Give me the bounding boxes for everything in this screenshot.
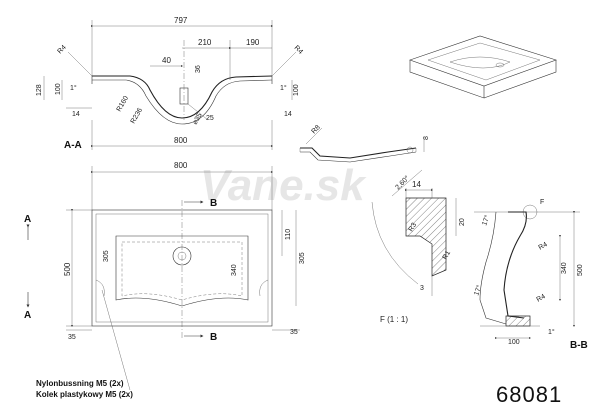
- dim-35-right: 35: [290, 329, 298, 336]
- section-aa-label: A-A: [64, 140, 82, 151]
- detail-f-label: F (1 : 1): [380, 315, 408, 324]
- part-number: 68081: [496, 382, 562, 407]
- dim-110: 110: [285, 229, 292, 240]
- section-bb-view: F 17° 17° R4 R4 340 500 100 1° B-B: [472, 199, 587, 351]
- section-b-bottom: B: [210, 332, 217, 343]
- dim-36: 36: [195, 65, 202, 73]
- profile-detail: R8 8: [299, 124, 430, 163]
- dim-r4-right: R4: [293, 44, 304, 55]
- dim-3-detail: 3: [420, 285, 424, 292]
- dim-210: 210: [198, 38, 212, 47]
- dim-r1-detail: R1: [442, 250, 453, 261]
- dim-20-detail: 20: [459, 218, 466, 226]
- dim-800-aa: 800: [174, 136, 188, 145]
- dim-14-detail: 14: [412, 180, 421, 189]
- dim-260deg: 2,60°: [394, 174, 411, 191]
- dim-100-bb: 100: [508, 339, 520, 346]
- note-plastic-plug: Kolek plastykowy M5 (2x): [36, 390, 133, 399]
- dim-797: 797: [174, 16, 188, 25]
- dim-305-right: 305: [299, 252, 306, 264]
- dim-100-left: 100: [55, 83, 62, 95]
- section-bb-label: B-B: [570, 340, 588, 351]
- section-a-top: A: [24, 214, 31, 225]
- watermark: Vane.sk: [200, 161, 367, 210]
- dim-dia35: ⌀35: [192, 112, 204, 126]
- dim-1deg-right: 1°: [280, 84, 287, 92]
- dim-340-plan: 340: [231, 264, 238, 276]
- section-aa-view: 797 210 190 40 36 R4 R4 128 100 1° 14 10…: [36, 16, 304, 151]
- dim-500-bb: 500: [577, 264, 584, 276]
- dim-35-left: 35: [68, 334, 76, 341]
- dim-17-bottom: 17°: [472, 284, 483, 297]
- dim-r4-bb-top: R4: [538, 241, 549, 252]
- dim-190: 190: [246, 38, 260, 47]
- dim-128: 128: [36, 84, 43, 96]
- note-nylon-bushing: Nylonbussning M5 (2x): [36, 379, 124, 388]
- dim-14-right: 14: [284, 111, 292, 118]
- dim-340-bb: 340: [561, 262, 568, 274]
- section-b-top: B: [210, 198, 217, 209]
- detail-f-view: 14 2,60° 20 R3 R1 3 F (1 : 1): [371, 169, 466, 324]
- dim-14-left: 14: [72, 111, 80, 118]
- dim-500-plan: 500: [63, 262, 72, 276]
- dim-1deg-left: 1°: [70, 84, 77, 92]
- dim-r160: R160: [116, 95, 130, 113]
- dim-1deg-bb: 1°: [548, 328, 555, 336]
- dim-40: 40: [162, 56, 171, 65]
- dim-r8: R8: [310, 124, 321, 135]
- dim-100-right: 100: [293, 84, 300, 96]
- detail-f-marker: F: [540, 199, 544, 206]
- dim-8: 8: [423, 136, 430, 140]
- section-a-bottom: A: [24, 310, 31, 321]
- dim-r236: R236: [130, 107, 144, 125]
- dim-305-left: 305: [103, 250, 110, 262]
- dim-17-top: 17°: [480, 214, 491, 227]
- dim-r4-left: R4: [56, 44, 67, 55]
- dim-800-plan: 800: [174, 161, 188, 170]
- plan-view: 800 500 305 340 110 305 35 35 A A B B: [24, 161, 306, 391]
- dim-25: 25: [206, 115, 214, 122]
- dim-r3-detail: R3: [408, 222, 419, 233]
- isometric-view: [409, 35, 557, 99]
- dim-r4-bb-bottom: R4: [536, 293, 547, 304]
